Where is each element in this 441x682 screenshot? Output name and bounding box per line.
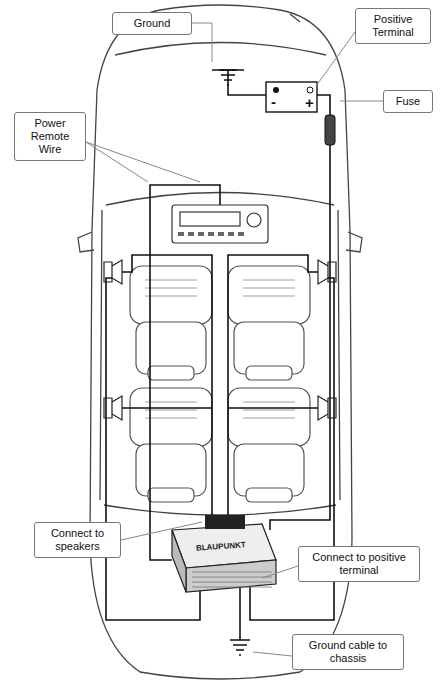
battery-plus: + [305, 95, 314, 110]
callout-text: Positive Terminal [361, 13, 425, 39]
callout-box: Positive Terminal [355, 8, 431, 44]
callout-box: Ground cable to chassis [292, 634, 404, 670]
callout-text: Ground [134, 17, 171, 30]
callout-text: Connect to speakers [40, 527, 115, 553]
callout-box: Ground [112, 12, 192, 35]
callout-text: Connect to positive terminal [304, 551, 414, 577]
callout-box: Connect to speakers [34, 522, 121, 558]
callout-box: Connect to positive terminal [298, 546, 420, 582]
callout-box: Power Remote Wire [14, 112, 86, 161]
callout-text: Power Remote Wire [20, 117, 80, 156]
callout-text: Ground cable to chassis [298, 639, 398, 665]
callout-box: Fuse [383, 90, 433, 113]
callout-text: Fuse [396, 95, 420, 108]
battery-minus: - [271, 94, 276, 109]
